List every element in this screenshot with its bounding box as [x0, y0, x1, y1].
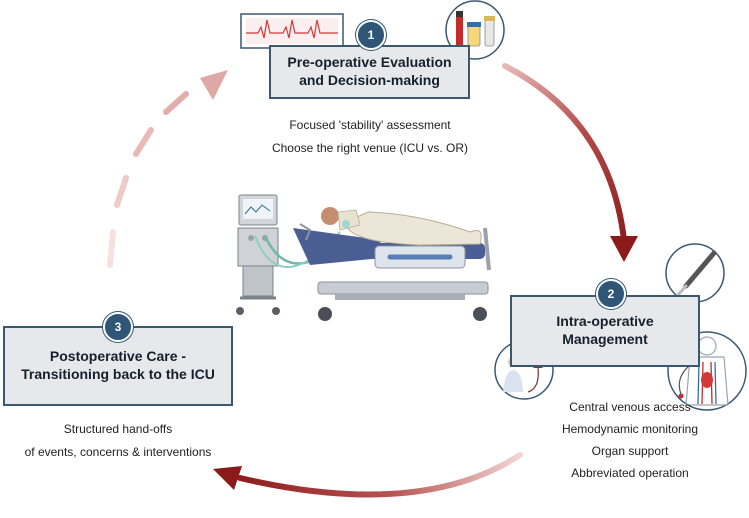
step2-title-line1: Intra-operative — [556, 313, 654, 330]
arrow-step2-to-step3 — [213, 452, 523, 498]
step1-note-1: Focused 'stability' assessment — [289, 118, 451, 132]
step1-title-line2: and Decision-making — [299, 72, 440, 88]
step1-number-badge: 1 — [356, 20, 386, 50]
step2-notes: Central venous access Hemodynamic monito… — [530, 400, 730, 480]
step1-note-2: Choose the right venue (ICU vs. OR) — [271, 141, 469, 155]
step3-note-1: Structured hand-offs — [63, 422, 173, 436]
step3-notes: Structured hand-offs of events, concerns… — [3, 422, 233, 459]
step2-note-3: Organ support — [591, 444, 669, 458]
step1-box: Pre-operative Evaluation and Decision-ma… — [269, 45, 470, 99]
scalpel-icon — [665, 243, 725, 303]
icu-bed-ventilator-icon — [236, 194, 491, 321]
arrow-step1-to-step2 — [502, 63, 638, 262]
step3-note-2: of events, concerns & interventions — [24, 445, 212, 459]
step2-note-2: Hemodynamic monitoring — [561, 422, 699, 436]
step2-title-line2: Management — [562, 331, 648, 347]
step1-title-line1: Pre-operative Evaluation — [287, 54, 452, 71]
ecg-monitor-icon — [240, 13, 344, 49]
step3-number-badge: 3 — [103, 312, 133, 342]
step2-note-1: Central venous access — [569, 400, 691, 414]
step3-title-line2: Transitioning back to the ICU — [21, 366, 215, 382]
step1-notes: Focused 'stability' assessment Choose th… — [230, 118, 510, 155]
step2-number-badge: 2 — [596, 279, 626, 309]
arrow-step3-to-step1 — [107, 70, 228, 268]
step3-title-line1: Postoperative Care - — [49, 348, 187, 365]
step2-note-4: Abbreviated operation — [571, 466, 689, 480]
lab-tubes-icon — [445, 0, 505, 60]
